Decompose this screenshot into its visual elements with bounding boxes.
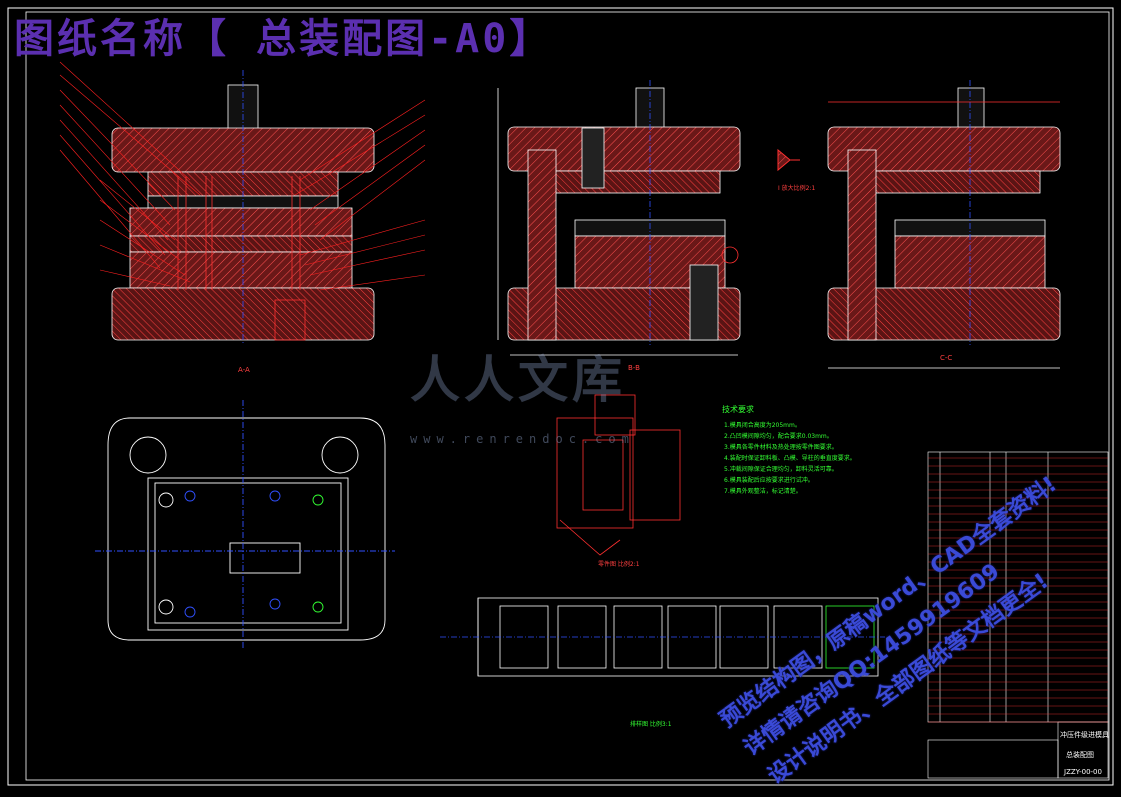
watermark-logo: 人人文库 — [410, 350, 626, 409]
watermark-url: www.renrendoc.com — [410, 432, 635, 446]
view-b-b: B-B — [497, 80, 741, 372]
view-label-c-c: C-C — [940, 354, 952, 362]
note-line: 1.模具闭合高度为205mm。 — [724, 422, 801, 429]
note-line: 4.装配时保证卸料板、凸模、导柱的垂直度要求。 — [724, 455, 856, 462]
sheet-border — [7, 7, 1114, 786]
view-c-c: C-C — [827, 80, 1061, 369]
plan-view — [95, 400, 395, 650]
note-line: 3.模具各零件材料及热处理按零件图要求。 — [724, 444, 838, 451]
view-a-a: A-A — [59, 61, 426, 374]
svg-text:排样图 比例3:1: 排样图 比例3:1 — [630, 720, 672, 728]
strip-layout: 排样图 比例3:1 — [440, 597, 885, 728]
drawing-title: 图纸名称【 总装配图-A0】 — [14, 16, 553, 62]
title-block-drawing: 总装配图 — [1066, 751, 1094, 759]
note-line: 5.冲裁间隙保证合理均匀，卸料灵活可靠。 — [724, 466, 838, 473]
note-line: 6.模具装配后应按要求进行试冲。 — [724, 477, 814, 484]
svg-text:I 放大比例2:1: I 放大比例2:1 — [778, 184, 816, 192]
inner-border — [25, 11, 1110, 781]
view-label-a-a: A-A — [238, 366, 250, 374]
bom-rows — [928, 457, 1108, 723]
detail-i: I 放大比例2:1 — [777, 148, 816, 192]
view-label-b-b: B-B — [628, 364, 640, 372]
title-block-name: 冲压件级进模具 — [1060, 731, 1109, 739]
note-line: 7.模具外观整洁，标记清楚。 — [724, 488, 802, 495]
note-line: 2.凸凹模间隙均匀，配合要求0.03mm。 — [724, 433, 833, 440]
notes-title: 技术要求 — [722, 405, 754, 414]
part-drawing: 零件图 比例2:1 — [556, 394, 681, 568]
svg-text:零件图 比例2:1: 零件图 比例2:1 — [598, 560, 640, 568]
title-block-code: JZZY-00-00 — [1064, 768, 1102, 776]
